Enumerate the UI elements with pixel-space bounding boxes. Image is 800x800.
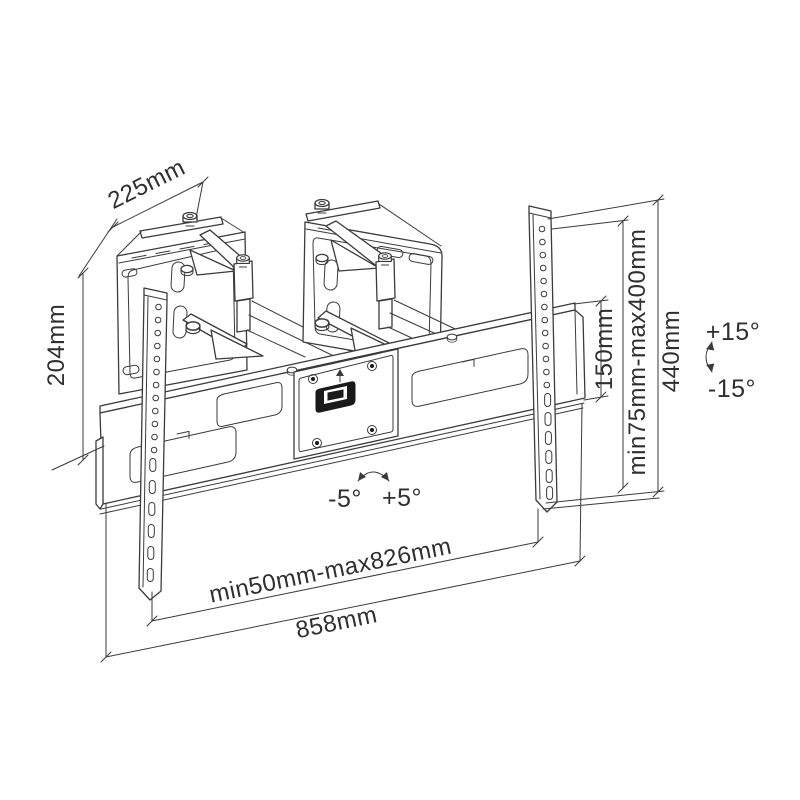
mounting-rail — [95, 302, 586, 515]
tilt-down-label: -15° — [708, 375, 756, 403]
bracket-right-holes — [538, 225, 551, 389]
dim-plate-height-label: 204mm — [43, 304, 70, 387]
wall-flange-middle — [305, 200, 381, 222]
swivel-left-label: -5° — [328, 485, 362, 513]
tilt-up-label: +15° — [706, 318, 760, 346]
bracket-left-holes — [150, 303, 162, 454]
tilt-indicator: +15° -15° — [705, 318, 760, 403]
tv-bracket-right — [528, 205, 558, 513]
dim-width-top-label: 225mm — [104, 154, 190, 215]
swivel-indicator: -5° +5° — [328, 471, 422, 513]
rail-left-end — [95, 436, 104, 510]
up-arrow-icon — [336, 369, 344, 383]
dim-rail-height: 150mm — [591, 295, 618, 403]
dim-vesa-vertical: min75mm-max400mm — [617, 215, 651, 494]
dim-bracket-height-label: 440mm — [658, 310, 685, 393]
dim-bracket-height: 440mm — [652, 194, 685, 498]
dim-rail-height-label: 150mm — [591, 308, 618, 391]
bracket-left-slots — [146, 458, 157, 582]
bubble-level — [315, 381, 356, 413]
tv-bracket-left — [138, 287, 168, 601]
bracket-right-slots — [544, 393, 554, 500]
rail-cutout-left — [129, 426, 237, 483]
dim-vesa-vertical-label: min75mm-max400mm — [624, 229, 651, 476]
dim-plate-height: 204mm — [43, 267, 105, 471]
dim-vesa-horizontal-label: min50mm-max826mm — [207, 533, 454, 609]
rail-center-plate — [293, 348, 399, 460]
dim-total-width-label: 858mm — [293, 601, 379, 644]
rail-cutout-right — [411, 348, 529, 407]
swivel-right-label: +5° — [382, 484, 422, 512]
